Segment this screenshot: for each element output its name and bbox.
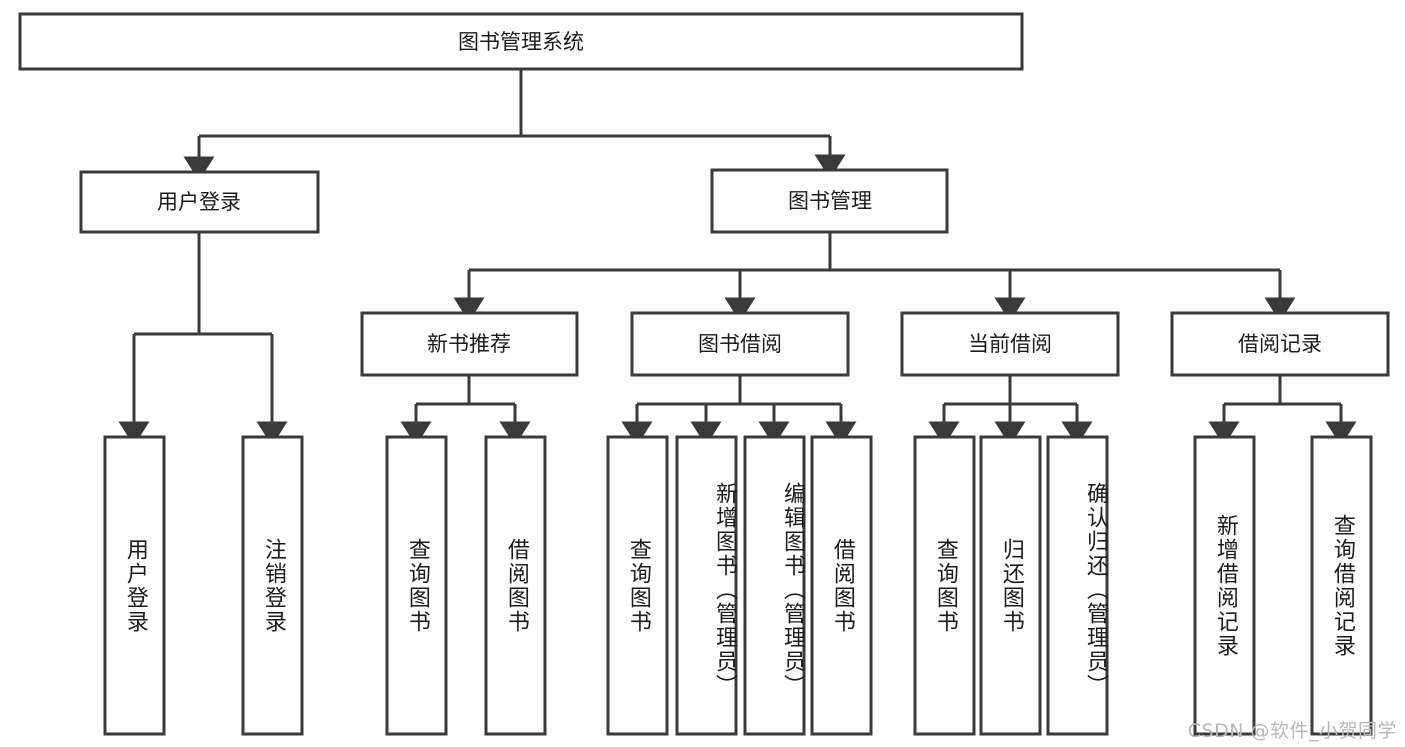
node-book-borrow[interactable]: 图书借阅: [630, 311, 850, 377]
node-user-login-label: 用户登录: [157, 190, 241, 214]
connector-book-mgmt-to-level3: [453, 232, 1296, 322]
connector-current-borrow-to-leaves: [928, 375, 1093, 446]
leaf-box-add-book-admin[interactable]: [675, 435, 738, 736]
connector-book-borrow-to-leaves: [621, 375, 857, 446]
connector-root-to-level2: [183, 69, 846, 181]
connector-borrow-record-to-leaves: [1208, 375, 1357, 446]
leaf-box-return-book[interactable]: [979, 435, 1042, 736]
leaf-box-confirm-return-admin[interactable]: [1046, 435, 1109, 736]
node-borrow-record[interactable]: 借阅记录: [1170, 311, 1390, 377]
node-current-borrow[interactable]: 当前借阅: [900, 311, 1120, 377]
node-root-system-label: 图书管理系统: [458, 30, 584, 54]
connector-user-login-to-leaves: [118, 232, 288, 446]
leaf-box-query-borrow-record[interactable]: [1310, 435, 1373, 736]
node-borrow-record-label: 借阅记录: [1238, 332, 1322, 356]
leaf-box-rec-query-book[interactable]: [385, 435, 448, 736]
leaf-box-user-login[interactable]: [103, 435, 166, 736]
node-new-book-recommend[interactable]: 新书推荐: [360, 311, 579, 377]
leaf-box-edit-book-admin[interactable]: [743, 435, 806, 736]
node-user-login[interactable]: 用户登录: [79, 170, 320, 234]
node-book-management[interactable]: 图书管理: [710, 168, 949, 234]
node-root-system[interactable]: 图书管理系统: [18, 12, 1024, 71]
leaf-box-current-query-book[interactable]: [913, 435, 976, 736]
leaf-box-borrow-query-book[interactable]: [606, 435, 669, 736]
node-current-borrow-label: 当前借阅: [968, 332, 1052, 356]
leaf-box-borrow-book[interactable]: [810, 435, 873, 736]
leaf-box-rec-borrow-book[interactable]: [484, 435, 547, 736]
leaf-box-add-borrow-record[interactable]: [1193, 435, 1256, 736]
leaf-box-user-logout[interactable]: [241, 435, 304, 736]
node-book-borrow-label: 图书借阅: [698, 332, 782, 356]
node-book-management-label: 图书管理: [788, 189, 872, 213]
node-new-book-recommend-label: 新书推荐: [427, 332, 511, 356]
csdn-watermark: CSDN @软件_小贺同学: [1187, 720, 1397, 742]
leaf-boxes: [103, 435, 1373, 736]
connector-new-book-rec-to-leaves: [400, 375, 531, 446]
